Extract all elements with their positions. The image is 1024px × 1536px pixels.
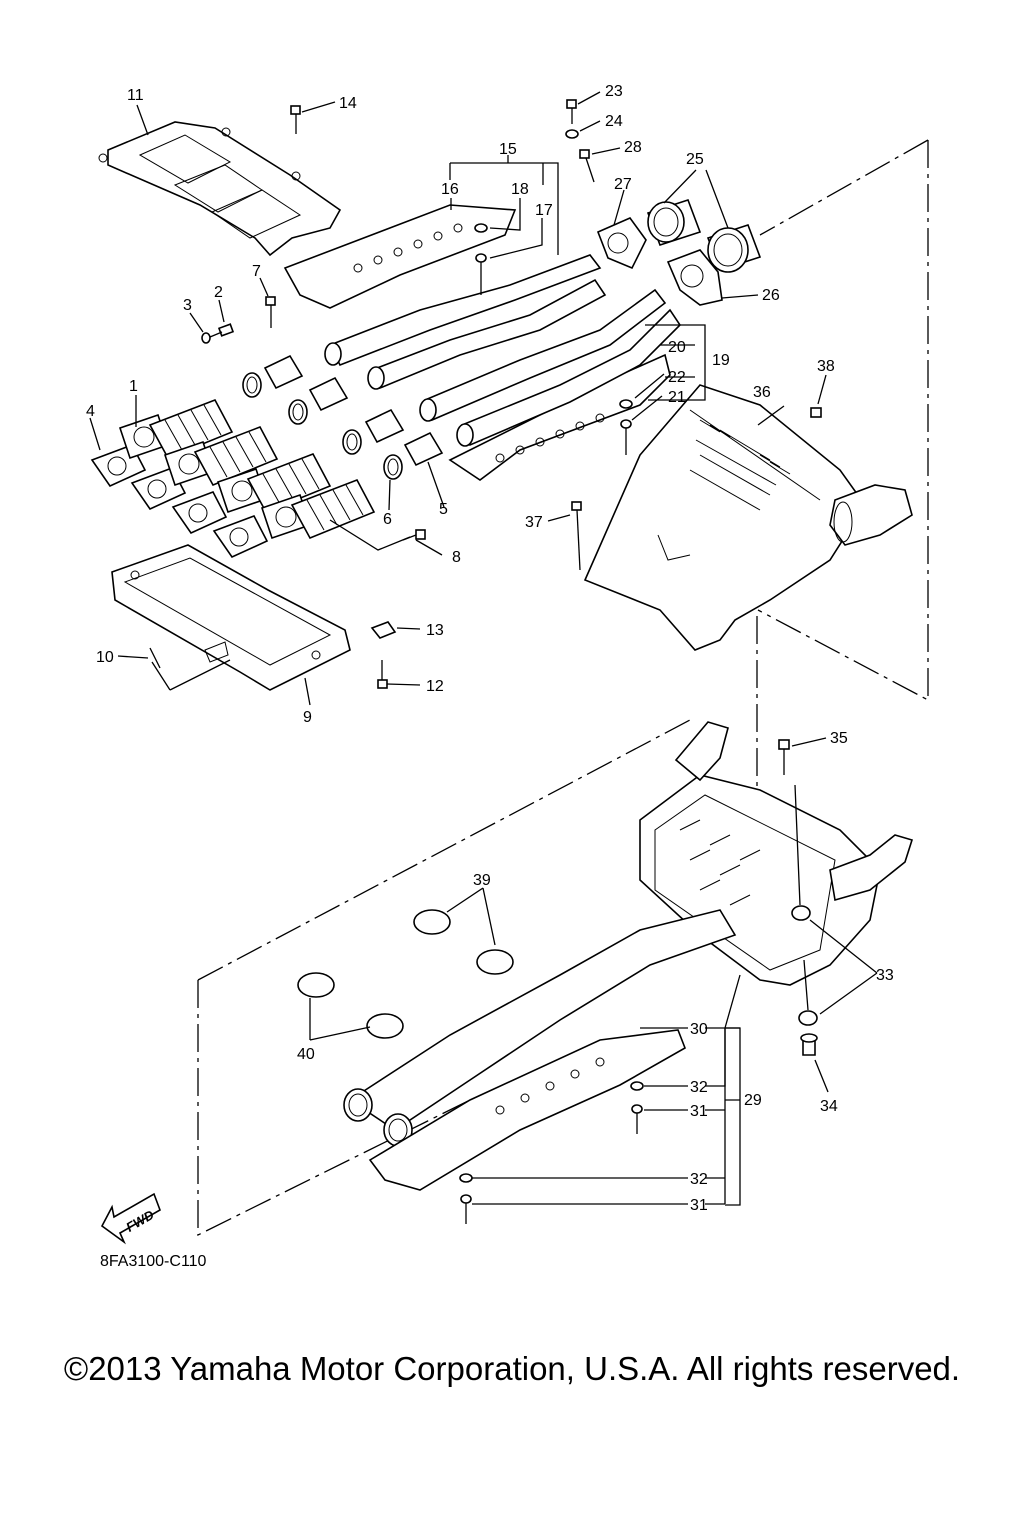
part-40-caps <box>297 972 404 1039</box>
upper-assembly-frame <box>757 140 929 702</box>
callout-33: 33 <box>876 967 894 984</box>
callout-32: 32 <box>690 1079 708 1096</box>
part-29-muffler-assembly <box>343 721 914 1191</box>
part-34-collar <box>800 1033 818 1056</box>
callout-14: 14 <box>339 95 357 112</box>
part-4-gaskets <box>90 444 269 559</box>
clip-13 <box>370 621 397 639</box>
callout-6: 6 <box>383 511 392 528</box>
bolt-21 <box>620 419 632 455</box>
part-6-seals <box>242 372 403 480</box>
bolt-10 <box>149 647 161 669</box>
diagram-code: 8FA3100-C110 <box>100 1253 207 1270</box>
washer-32-lower <box>459 1173 473 1183</box>
callout-10: 10 <box>96 649 114 666</box>
callout-20: 20 <box>668 339 686 356</box>
washer-24 <box>565 129 579 139</box>
bolt-35 <box>778 739 790 775</box>
part-36-muffler-heat-shield <box>583 384 913 651</box>
callout-37: 37 <box>525 514 543 531</box>
callout-25: 25 <box>686 151 704 168</box>
washer-3 <box>201 332 211 344</box>
part-11-heat-shield-top <box>98 121 342 257</box>
callout-17: 17 <box>535 202 553 219</box>
callout-2: 2 <box>214 284 223 301</box>
part-1-exhaust-headers <box>118 398 376 540</box>
part-33-grommets <box>791 905 818 1026</box>
callout-9: 9 <box>303 709 312 726</box>
bolt-7 <box>265 296 276 328</box>
callout-11: 11 <box>127 87 144 104</box>
bolt-38 <box>810 407 822 418</box>
bolt-17 <box>475 253 487 295</box>
bolt-14 <box>290 105 301 134</box>
bolt-2 <box>209 323 235 338</box>
fasteners <box>149 99 822 1224</box>
leader-lines <box>89 91 878 1206</box>
callout-22: 22 <box>668 369 686 386</box>
callout-32-lower: 32 <box>690 1171 708 1188</box>
callout-labels: 1 2 3 4 5 6 7 8 9 10 11 12 13 14 15 16 1… <box>86 83 894 1214</box>
part-27-clamp <box>596 217 647 270</box>
part-39-caps <box>413 909 514 975</box>
part-15-exhaust-pipe-assembly <box>283 204 607 390</box>
callout-30: 30 <box>690 1021 708 1038</box>
washer-32-upper <box>630 1081 644 1091</box>
part-9-heat-shield-bottom <box>111 544 351 691</box>
callout-28: 28 <box>624 139 642 156</box>
callout-21: 21 <box>668 389 686 406</box>
callout-31: 31 <box>690 1103 708 1120</box>
bolt-31-upper <box>631 1104 643 1134</box>
lower-assembly-frame <box>197 980 471 1237</box>
bolt-12 <box>377 660 388 689</box>
callout-5: 5 <box>439 501 448 518</box>
bolt-23 <box>566 99 577 124</box>
bolt-37 <box>571 501 582 571</box>
callout-1: 1 <box>129 378 138 395</box>
callout-38: 38 <box>817 358 835 375</box>
part-26-clamp <box>666 249 723 306</box>
callout-12: 12 <box>426 678 444 695</box>
bolt-31-lower <box>460 1194 472 1224</box>
callout-18: 18 <box>511 181 529 198</box>
callout-23: 23 <box>605 83 623 100</box>
callout-36: 36 <box>753 384 771 401</box>
callout-8: 8 <box>452 549 461 566</box>
washer-22 <box>619 399 633 409</box>
bolt-28 <box>579 149 595 183</box>
callout-4: 4 <box>86 403 95 420</box>
copyright-notice: ©2013 Yamaha Motor Corporation, U.S.A. A… <box>63 1350 961 1387</box>
washer-18 <box>474 223 488 233</box>
callout-29: 29 <box>744 1092 762 1109</box>
callout-16: 16 <box>441 181 459 198</box>
callout-13: 13 <box>426 622 444 639</box>
callout-34: 34 <box>820 1098 838 1115</box>
callout-27: 27 <box>614 176 632 193</box>
callout-35: 35 <box>830 730 848 747</box>
part-25-joints <box>646 199 762 273</box>
callout-19: 19 <box>712 352 730 369</box>
callout-7: 7 <box>252 263 261 280</box>
exhaust-parts-diagram: 1 2 3 4 5 6 7 8 9 10 11 12 13 14 15 16 1… <box>86 83 929 1270</box>
callout-39: 39 <box>473 872 491 889</box>
callout-40: 40 <box>297 1046 315 1063</box>
callout-31-lower: 31 <box>690 1197 708 1214</box>
forward-direction-arrow: FWD <box>100 1192 161 1245</box>
callout-3: 3 <box>183 297 192 314</box>
part-5-clamps <box>263 354 444 467</box>
callout-15: 15 <box>499 141 517 158</box>
callout-26: 26 <box>762 287 780 304</box>
callout-24: 24 <box>605 113 623 130</box>
